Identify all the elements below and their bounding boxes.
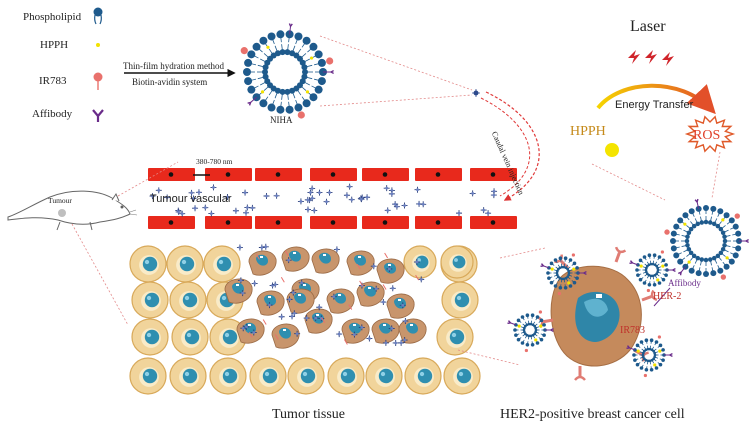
mouse-connector [71,223,129,326]
mouse-tumour-label: Tumour [48,196,72,205]
legend-affibody-label: Affibody [32,108,73,120]
cell-her2-label: HER-2 [653,291,682,302]
projection-line [319,94,473,107]
surrounding-nanoparticles [507,250,676,378]
mouse-connector [117,161,179,197]
niha-bound-nanoparticle [664,198,749,280]
projection-line [319,35,473,91]
laser-title: Laser [630,18,666,35]
injection-arrow [485,91,540,201]
connector-line [457,349,521,366]
injection-arrow-shadow [480,97,530,197]
process-system-label: Biotin-avidin system [132,77,208,87]
hpph-molecule [605,143,619,157]
energy-transfer-arrow [596,83,716,115]
legend-hpph-icon [96,43,100,47]
legend-ir783-label: IR783 [39,75,67,87]
her2-cancer-cell [550,265,642,367]
cell-affibody-label: Affibody [668,278,701,288]
vascular-particles [149,183,498,217]
connector-line [711,151,721,199]
cell-caption: HER2-positive breast cancer cell [500,407,685,422]
vascular-gap-label: 380-780 nm [196,157,233,166]
mouse-illustration [7,190,138,231]
ros-label: ROS [693,128,721,143]
vessel-bottom-row [148,216,517,229]
legend-hpph-label: HPPH [40,39,69,51]
tumor-tissue [129,245,481,395]
cell-ir783-label: IR783 [620,325,645,336]
laser-bolt-icon [628,50,674,66]
niha-label: NIHA [270,115,293,125]
process-method-label: Thin-film hydration method [123,61,224,71]
vessel-top-row [148,168,517,181]
energy-transfer-label: Energy Transfer [615,99,694,111]
tissue-particles [236,243,425,346]
ros-burst [684,115,736,153]
hpph-laser-label: HPPH [570,124,606,139]
affibody-pointer [653,287,671,307]
tissue-caption: Tumor tissue [272,407,346,422]
niha-nanoparticle [240,23,334,119]
connector-line [499,247,546,259]
connector-line [591,163,666,201]
legend-affibody-icon [92,109,104,122]
tumor-cells [224,246,427,349]
small-niha-icon [472,89,480,97]
legend-phospholipid-icon [93,7,103,25]
legend-phospholipid-label: Phospholipid [23,11,82,23]
legend-ir783-icon [93,72,103,90]
vascular-title: Tumour vascular [150,193,232,205]
